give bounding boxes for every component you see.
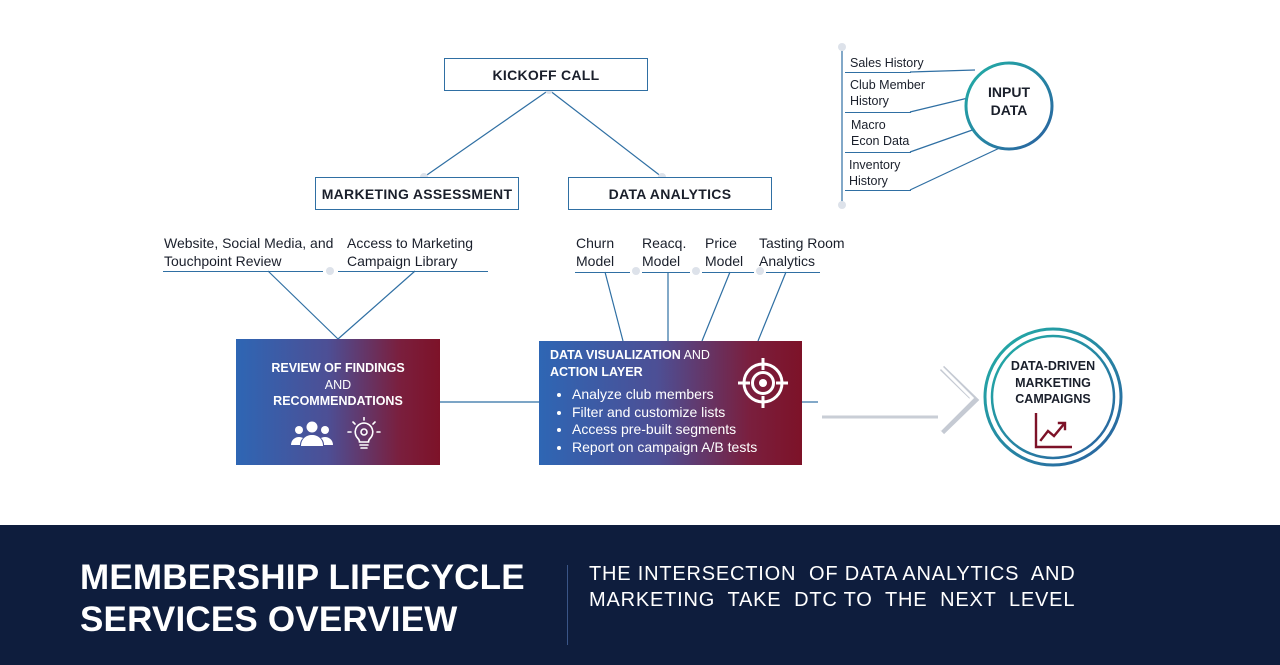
review-findings-box: REVIEW OF FINDINGS AND RECOMMENDATIONS: [236, 339, 440, 465]
footer-title: MEMBERSHIP LIFECYCLE SERVICES OVERVIEW: [80, 558, 525, 639]
input-item-macro-econ: Macro Econ Data: [851, 118, 910, 148]
underline: [845, 152, 911, 153]
campaigns-circle-label: DATA-DRIVEN MARKETING CAMPAIGNS: [1010, 359, 1096, 406]
list-item: Analyze club members: [572, 386, 757, 404]
marketing-item-campaign-library: Access to Marketing Campaign Library: [347, 235, 474, 269]
underline: [338, 271, 488, 272]
input-item-sales-history: Sales History: [850, 56, 924, 70]
marketing-assessment-box: MARKETING ASSESSMENT: [315, 177, 519, 210]
data-analytics-box: DATA ANALYTICS: [568, 177, 772, 210]
list-item: Filter and customize lists: [572, 404, 757, 422]
underline: [766, 272, 820, 273]
underline: [702, 272, 754, 273]
kickoff-call-box: KICKOFF CALL: [444, 58, 648, 91]
input-data-circle-label: INPUT DATA: [988, 84, 1030, 118]
footer-banner: MEMBERSHIP LIFECYCLE SERVICES OVERVIEW T…: [0, 525, 1280, 665]
analytics-item-price-model: Price Model: [705, 235, 744, 269]
underline: [163, 271, 323, 272]
footer-divider: [567, 565, 568, 645]
trending-chart-icon: [1034, 413, 1072, 449]
viz-bullet-list: Analyze club members Filter and customiz…: [552, 386, 757, 456]
analytics-item-churn-model: Churn Model: [576, 235, 615, 269]
marketing-assessment-label: MARKETING ASSESSMENT: [321, 185, 513, 202]
underline: [575, 272, 630, 273]
marketing-item-website-review: Website, Social Media, and Touchpoint Re…: [164, 235, 334, 269]
input-item-inventory: Inventory History: [849, 158, 901, 188]
underline: [845, 112, 911, 113]
list-item: Access pre-built segments: [572, 421, 757, 439]
data-analytics-label: DATA ANALYTICS: [608, 185, 732, 202]
analytics-item-reacq-model: Reacq. Model: [642, 235, 687, 269]
lightbulb-gear-icon: [347, 417, 381, 449]
input-item-club-member: Club Member History: [850, 78, 926, 108]
underline: [845, 190, 911, 191]
kickoff-call-label: KICKOFF CALL: [492, 66, 600, 83]
data-visualization-box: DATA VISUALIZATION AND ACTION LAYER Anal…: [539, 341, 802, 465]
list-item: Report on campaign A/B tests: [572, 439, 757, 457]
underline: [845, 72, 911, 73]
people-icon: [291, 421, 333, 446]
arrow-right-icon: [820, 364, 980, 435]
target-icon: [738, 358, 788, 408]
footer-subtitle: THE INTERSECTION OF DATA ANALYTICS AND M…: [589, 563, 1076, 611]
analytics-item-tasting-room: Tasting Room Analytics: [759, 235, 845, 269]
underline: [642, 272, 690, 273]
